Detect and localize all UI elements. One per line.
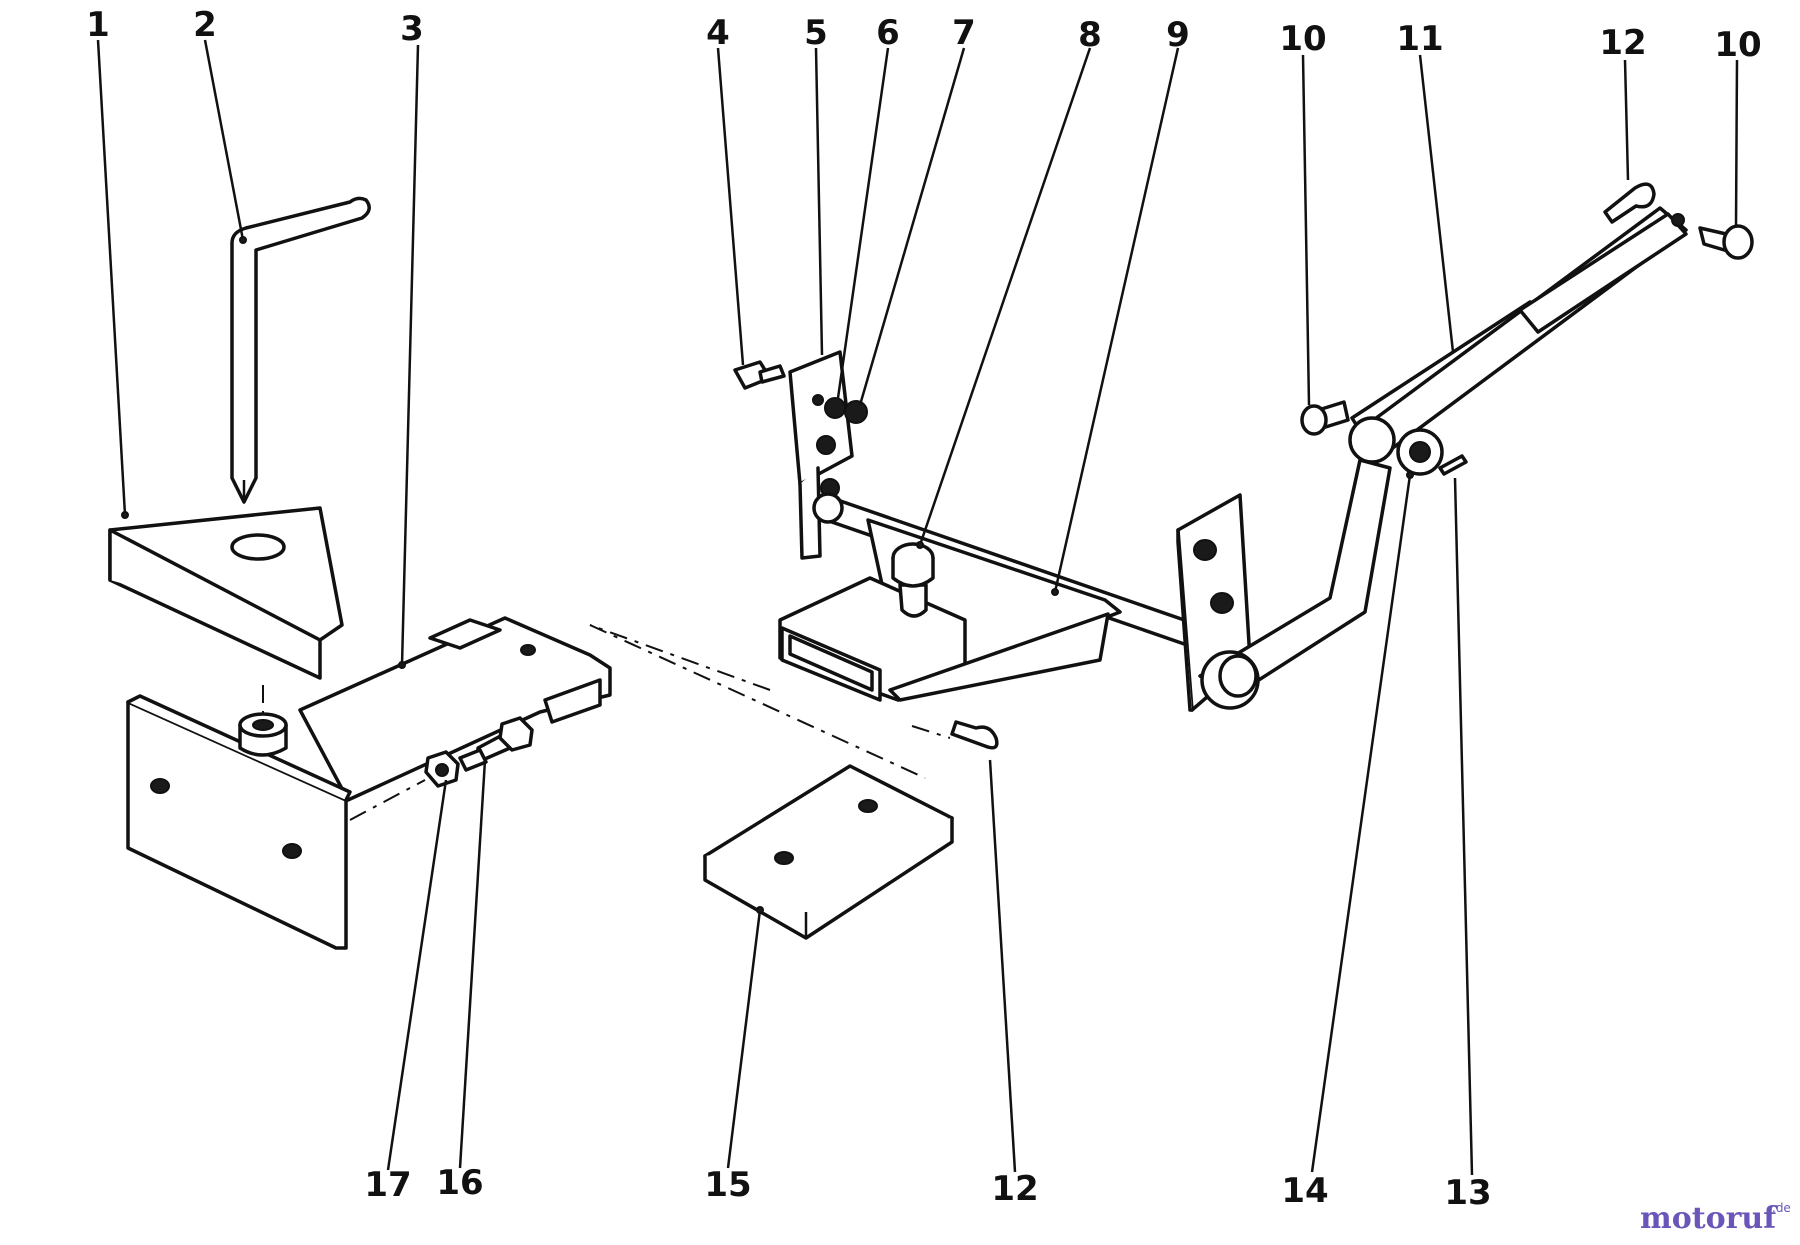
callout-9: 9 (1166, 15, 1190, 55)
callout-5: 5 (804, 13, 828, 53)
callout-3: 3 (400, 9, 424, 49)
watermark-logo: motoruf .de (1640, 1201, 1791, 1236)
leader-lines (96, 39, 1739, 1176)
pad (703, 764, 954, 940)
callout-10-right: 10 (1714, 25, 1761, 65)
clevis-pin-left (1300, 400, 1350, 436)
callout-numbers: 1 2 3 4 5 6 7 8 9 10 11 12 10 17 16 15 1… (86, 5, 1762, 1213)
assembly-lines (262, 624, 951, 821)
clamp-arm (778, 518, 1122, 702)
callout-7: 7 (952, 13, 976, 53)
watermark-brand: motoruf (1640, 1201, 1778, 1236)
left-mount-plate (733, 350, 868, 560)
callout-12-top: 12 (1599, 23, 1646, 63)
callout-14: 14 (1281, 1171, 1328, 1211)
callout-2: 2 (193, 5, 217, 45)
callout-13: 13 (1444, 1173, 1491, 1213)
cotter-pin (1438, 454, 1468, 476)
callout-6: 6 (876, 13, 900, 53)
l-pin (230, 196, 371, 504)
adjust-bolt-and-nuts (424, 716, 534, 788)
callout-17: 17 (364, 1165, 411, 1205)
callout-11: 11 (1396, 19, 1443, 59)
callout-8: 8 (1078, 15, 1102, 55)
callout-15: 15 (704, 1165, 751, 1205)
callout-16: 16 (436, 1163, 483, 1203)
hair-clip-top (1603, 182, 1656, 224)
callout-10-left: 10 (1279, 19, 1326, 59)
lift-arm (1198, 206, 1688, 710)
bracket (126, 616, 612, 950)
top-plate (108, 506, 344, 680)
callout-1: 1 (86, 5, 110, 45)
watermark-suffix: .de (1772, 1201, 1791, 1215)
callout-4: 4 (706, 13, 730, 53)
callout-12-bottom: 12 (991, 1169, 1038, 1209)
clevis-pin-right (1698, 224, 1754, 260)
hair-clip-bottom (950, 720, 999, 750)
